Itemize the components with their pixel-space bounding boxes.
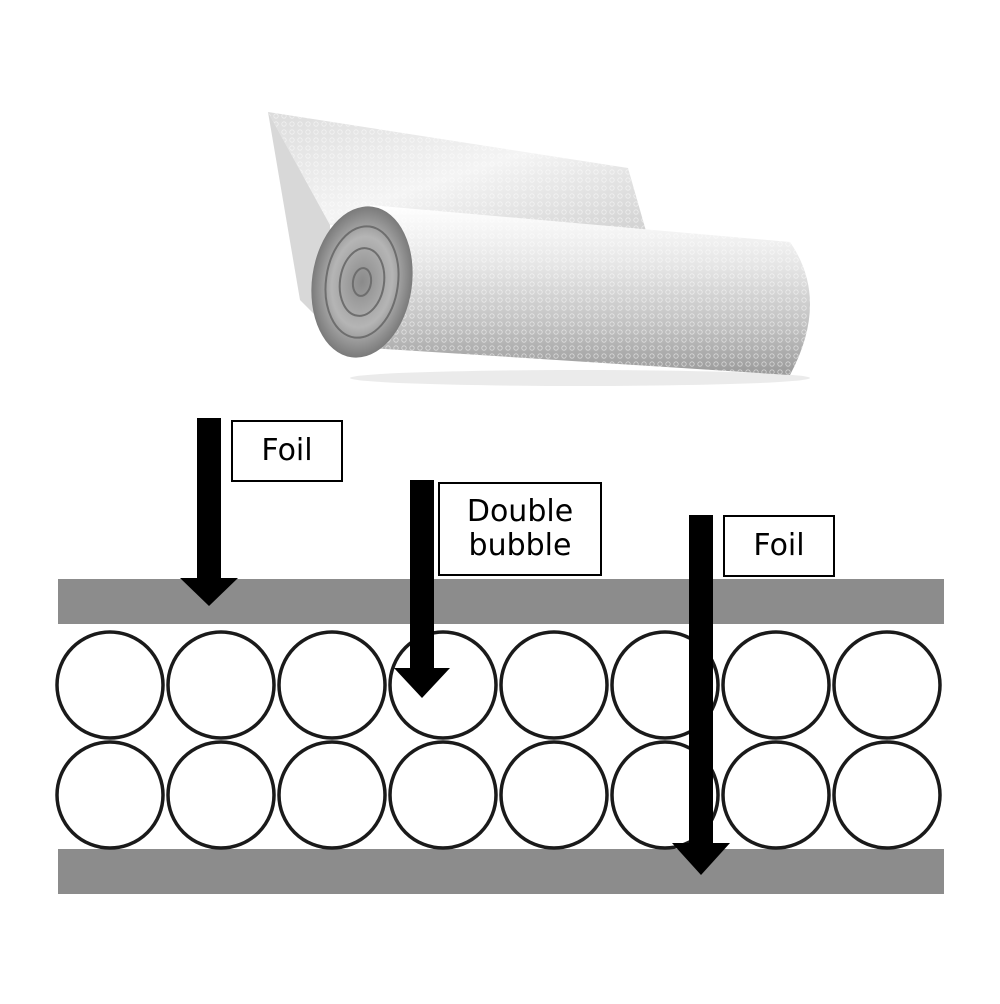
bubble [499,630,609,740]
bubble [721,740,831,850]
bubble [832,740,942,850]
double-bubble-arrow [394,480,450,698]
foil-label-top-text: Foil [261,433,313,468]
bubble-layer [55,630,942,850]
bubble [388,630,498,740]
roll-end-spiral-2 [338,247,386,317]
bubble [55,740,165,850]
roll-shadow [350,370,810,386]
bubble [277,630,387,740]
roll-body-texture [370,205,810,375]
foil-label-bottom-text: Foil [753,528,805,563]
bubble [499,740,609,850]
double-bubble-label: Double bubble [438,482,602,576]
foil-roll-image [268,112,810,386]
foil-label-bottom: Foil [723,515,835,577]
double-bubble-label-line2: bubble [468,528,572,563]
bubble [55,630,165,740]
bottom-foil-arrow [672,515,730,875]
roll-end-spiral-3 [351,267,373,297]
double-bubble-label-line1: Double [466,494,574,529]
roll-end-spiral-1 [324,225,400,339]
bottom-foil-layer [58,849,944,894]
bubble [721,630,831,740]
bubble [166,630,276,740]
roll-end [311,206,413,358]
bubble [388,740,498,850]
bubble [277,740,387,850]
bubble [832,630,942,740]
top-foil-arrow [180,418,238,606]
foil-label-top: Foil [231,420,343,482]
foil-sheet-texture [268,112,648,238]
bubble [166,740,276,850]
